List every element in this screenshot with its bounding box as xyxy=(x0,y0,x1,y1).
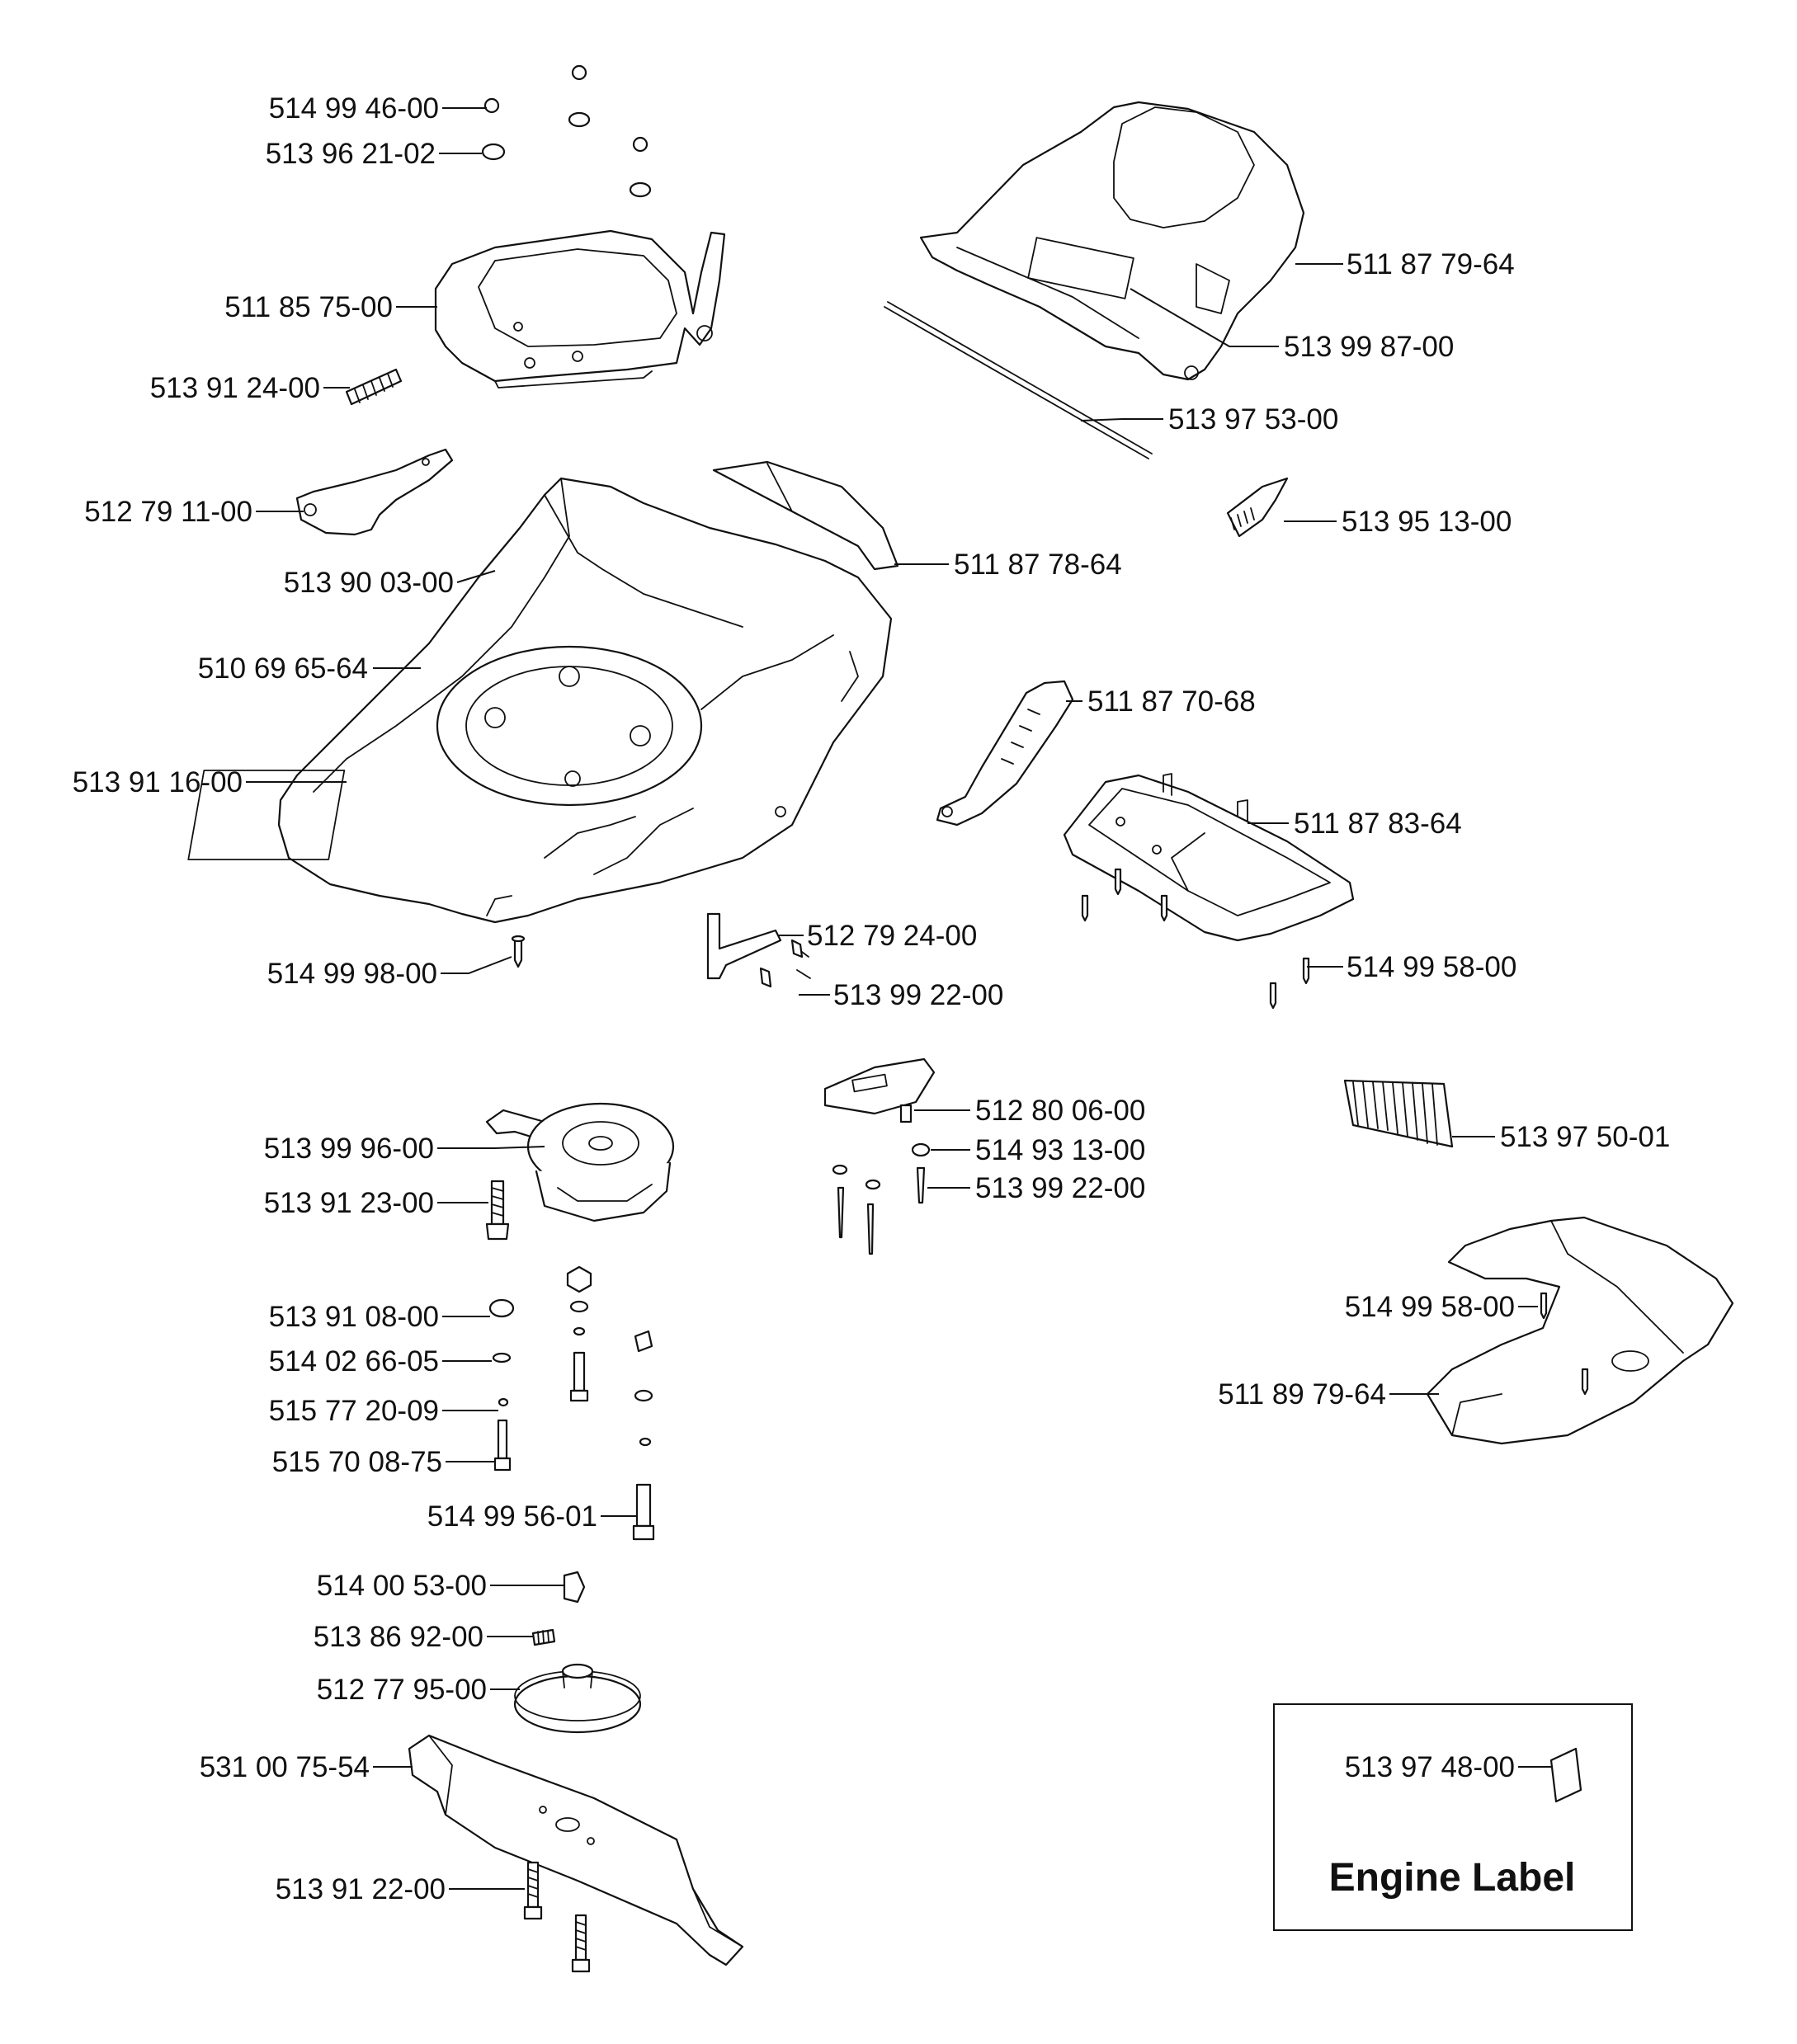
leader-line xyxy=(1080,418,1163,422)
callout-label: 514 99 46-00 xyxy=(269,92,439,125)
callout-label: 511 87 70-68 xyxy=(1087,685,1256,718)
callout-label: 512 77 95-00 xyxy=(317,1674,487,1706)
engine-label-part xyxy=(1549,1747,1582,1803)
shaft-key xyxy=(563,1571,586,1604)
callout-label: 510 69 65-64 xyxy=(198,652,368,685)
callouts: 514 99 46-00 513 96 21-02 511 85 75-00 5… xyxy=(73,92,1671,1905)
blade xyxy=(408,1734,744,1966)
callout-label: 515 77 20-09 xyxy=(269,1395,439,1427)
callout-label: 514 99 58-00 xyxy=(1347,951,1516,983)
callout-label: 512 79 11-00 xyxy=(84,496,252,528)
callout-label: 513 96 21-02 xyxy=(266,138,436,170)
callout-label: 513 91 08-00 xyxy=(269,1301,439,1333)
callout-label: 514 00 53-00 xyxy=(317,1570,487,1602)
blade-clutch xyxy=(485,1102,675,1222)
callout-label: 513 91 16-00 xyxy=(73,766,243,798)
rod xyxy=(884,301,1153,459)
callout-label: 513 99 96-00 xyxy=(264,1133,434,1165)
callout-label: 511 87 79-64 xyxy=(1347,248,1515,280)
callout-label: 531 00 75-54 xyxy=(200,1751,370,1783)
rear-bracket xyxy=(434,229,726,389)
callout-label: 513 90 03-00 xyxy=(284,567,454,599)
rivets-513-99-22-00 xyxy=(837,1166,926,1255)
height-lever xyxy=(295,448,454,536)
callout-label: 515 70 08-75 xyxy=(272,1446,442,1478)
callout-label: 513 97 53-00 xyxy=(1168,403,1338,436)
callout-label: 513 91 22-00 xyxy=(276,1873,446,1905)
nut-514-99-46-00 xyxy=(483,64,649,153)
rubber-flap xyxy=(1343,1079,1454,1148)
callout-label: 514 99 58-00 xyxy=(1345,1291,1515,1323)
callout-label: 512 79 24-00 xyxy=(807,920,977,952)
set-screw xyxy=(531,1628,556,1646)
pulley xyxy=(513,1663,642,1734)
tray-screws xyxy=(1081,868,1310,1010)
engine-label-title: Engine Label xyxy=(1329,1856,1576,1900)
callout-label: 513 99 87-00 xyxy=(1284,331,1454,363)
strap xyxy=(1226,477,1289,538)
handle-bracket xyxy=(936,680,1074,827)
guard-screw xyxy=(1540,1292,1589,1396)
washer-514-93-13-00 xyxy=(832,1142,931,1190)
callout-label: 513 95 13-00 xyxy=(1342,506,1512,538)
leader-line xyxy=(441,956,512,974)
callout-label: 512 80 06-00 xyxy=(975,1095,1145,1127)
clutch-bolt xyxy=(485,1180,510,1241)
leader-line xyxy=(437,1146,545,1149)
callout-label: 513 97 48-00 xyxy=(1345,1751,1515,1783)
callout-label: 513 91 23-00 xyxy=(264,1187,434,1219)
callout-label: 514 99 56-01 xyxy=(427,1500,597,1533)
callout-label: 513 91 24-00 xyxy=(150,372,320,404)
part-drawings xyxy=(187,64,1734,1973)
callout-label: 511 87 78-64 xyxy=(954,549,1122,581)
rear-cover xyxy=(919,101,1305,381)
callout-label: 513 86 92-00 xyxy=(314,1621,483,1653)
spring xyxy=(345,368,403,406)
leader-line xyxy=(1130,288,1279,347)
callout-label: 511 89 79-64 xyxy=(1218,1378,1386,1411)
hardware-stack xyxy=(488,1265,655,1541)
callout-label: 511 85 75-00 xyxy=(224,291,393,323)
callout-label: 514 02 66-05 xyxy=(269,1345,439,1378)
callout-label: 511 87 83-64 xyxy=(1294,808,1462,840)
washer-513-96-21-02 xyxy=(481,111,652,198)
mount-plate xyxy=(823,1057,936,1123)
mower-deck xyxy=(187,477,893,924)
deck-screw xyxy=(511,935,526,968)
engine-label-box xyxy=(1273,1703,1633,1931)
callout-label: 514 93 13-00 xyxy=(975,1134,1145,1166)
small-bracket xyxy=(706,912,811,988)
callout-label: 514 99 98-00 xyxy=(267,958,437,990)
leader-line xyxy=(456,570,496,583)
blade-bolts xyxy=(523,1861,591,1973)
side-tray xyxy=(1063,773,1355,942)
deck-flap xyxy=(712,460,899,571)
rear-guard xyxy=(1426,1216,1734,1445)
callout-label: 513 99 22-00 xyxy=(975,1172,1145,1204)
callout-label: 513 97 50-01 xyxy=(1500,1121,1670,1153)
callout-label: 513 99 22-00 xyxy=(833,979,1003,1011)
